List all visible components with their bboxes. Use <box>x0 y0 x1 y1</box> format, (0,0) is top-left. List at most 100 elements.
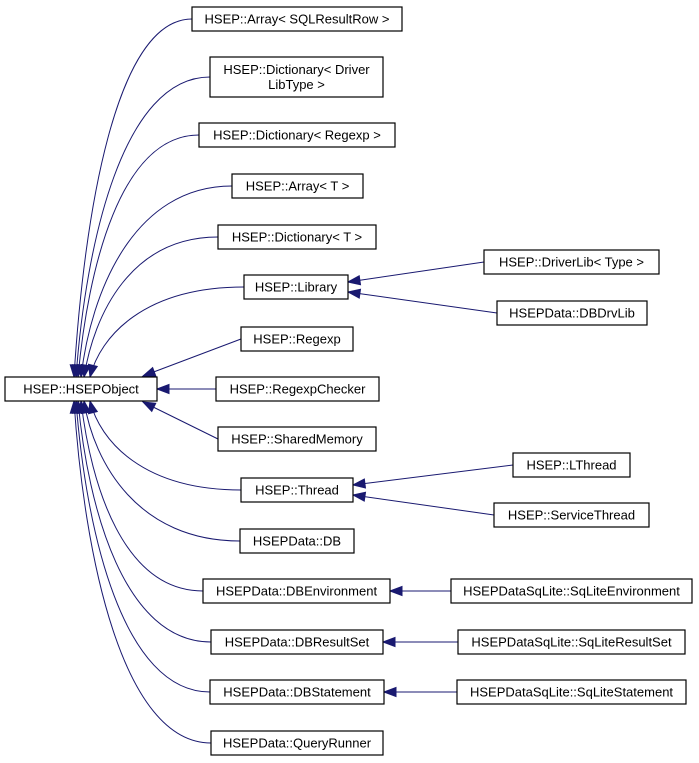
edge-queryrunner-to-hsepobject-line <box>73 400 212 744</box>
edge-library-to-hsepobject-arrowhead <box>87 363 99 379</box>
class-node-box <box>243 274 349 300</box>
class-node-box <box>493 502 650 528</box>
class-node-sqlitestatement[interactable]: HSEPDataSqLite::SqLiteStatement <box>456 679 687 705</box>
edge-queryrunner-to-hsepobject <box>69 399 212 744</box>
class-node-label: HSEPDataSqLite::SqLiteStatement <box>470 685 673 700</box>
edge-lthread-to-thread-line <box>352 464 514 486</box>
class-node-label: HSEP::SharedMemory <box>231 432 363 447</box>
edge-dictionary_t-to-hsepobject-line <box>83 236 219 378</box>
class-node-box <box>456 679 687 705</box>
edge-db-to-hsepobject-line <box>83 400 241 542</box>
class-node-box <box>4 376 158 402</box>
class-node-box <box>202 578 391 604</box>
class-node-label: HSEP::Library <box>255 280 338 295</box>
class-node-box <box>217 426 377 452</box>
class-node-label: HSEPData::QueryRunner <box>223 736 372 751</box>
edge-sqliteresultset-to-dbresultset-arrowhead <box>381 636 396 648</box>
class-node-label: HSEP::Dictionary< Regexp > <box>213 128 381 143</box>
class-node-label: HSEPData::DBResultSet <box>225 635 370 650</box>
edge-lthread-to-thread <box>351 464 514 489</box>
edge-dbresultset-to-hsepobject <box>73 399 212 643</box>
class-node-label: HSEP::Array< SQLResultRow > <box>205 12 390 27</box>
class-node-dictionary-regexp[interactable]: HSEP::Dictionary< Regexp > <box>198 122 396 148</box>
edges-layer <box>69 18 514 744</box>
class-node-lthread[interactable]: HSEP::LThread <box>512 452 631 478</box>
edge-driverlib_type-to-library-line <box>347 261 485 283</box>
class-node-dbdrvlib[interactable]: HSEPData::DBDrvLib <box>496 300 648 326</box>
class-node-regexpchecker[interactable]: HSEP::RegexpChecker <box>215 376 380 402</box>
edge-dictionary_t-to-hsepobject-arrowhead <box>80 363 92 379</box>
edge-dbdrvlib-to-library <box>346 288 498 314</box>
edge-regexp-to-hsepobject-arrowhead <box>141 366 157 377</box>
class-node-box <box>239 528 355 554</box>
class-node-label: LibType > <box>268 77 325 92</box>
class-node-label: HSEPData::DBEnvironment <box>216 584 378 599</box>
class-node-regexp[interactable]: HSEP::Regexp <box>240 326 354 352</box>
edge-dbstatement-to-hsepobject <box>71 399 211 693</box>
edge-dictionary_regexp-to-hsepobject <box>73 134 200 379</box>
class-node-label: HSEPDataSqLite::SqLiteEnvironment <box>463 584 680 599</box>
edge-library-to-hsepobject <box>87 286 245 379</box>
edge-array_t-to-hsepobject <box>77 185 233 379</box>
class-node-box <box>191 6 403 32</box>
class-node-db[interactable]: HSEPData::DB <box>239 528 355 554</box>
edge-dbdrvlib-to-library-line <box>347 291 498 314</box>
edge-dbresultset-to-hsepobject-line <box>77 400 212 643</box>
class-node-label: HSEP::Dictionary< T > <box>232 230 362 245</box>
edge-driverlib_type-to-library-arrowhead <box>346 275 362 286</box>
edge-dictionary_regexp-to-hsepobject-line <box>77 134 200 378</box>
edge-sqliteenvironment-to-dbenvironment-arrowhead <box>388 585 403 597</box>
class-node-hsepobject[interactable]: HSEP::HSEPObject <box>4 376 158 402</box>
class-node-box <box>217 224 377 250</box>
edge-queryrunner-to-hsepobject-arrowhead <box>69 399 81 414</box>
edge-sqliteenvironment-to-dbenvironment <box>388 585 451 597</box>
class-node-box <box>240 326 354 352</box>
edge-sharedmemory-to-hsepobject-arrowhead <box>141 401 157 413</box>
class-node-box <box>450 578 693 604</box>
edge-regexp-to-hsepobject-line <box>142 338 242 377</box>
class-node-dictionary-t[interactable]: HSEP::Dictionary< T > <box>217 224 377 250</box>
edge-dbenvironment-to-hsepobject <box>77 399 204 592</box>
class-node-box <box>483 249 660 275</box>
edge-sqlitestatement-to-dbstatement-arrowhead <box>382 686 397 698</box>
class-node-dbenvironment[interactable]: HSEPData::DBEnvironment <box>202 578 391 604</box>
edge-servicethread-to-thread <box>351 491 495 516</box>
class-node-label: HSEPData::DB <box>253 534 341 549</box>
class-node-dbstatement[interactable]: HSEPData::DBStatement <box>209 679 385 705</box>
class-node-servicethread[interactable]: HSEP::ServiceThread <box>493 502 650 528</box>
class-node-label: HSEP::Thread <box>255 483 339 498</box>
class-node-label: HSEP::RegexpChecker <box>230 382 367 397</box>
class-node-box <box>496 300 648 326</box>
class-node-label: HSEP::DriverLib< Type > <box>499 255 644 270</box>
class-node-queryrunner[interactable]: HSEPData::QueryRunner <box>210 730 384 756</box>
class-node-sqliteenvironment[interactable]: HSEPDataSqLite::SqLiteEnvironment <box>450 578 693 604</box>
class-node-box <box>209 679 385 705</box>
edge-sqliteresultset-to-dbresultset <box>381 636 458 648</box>
class-node-dbresultset[interactable]: HSEPData::DBResultSet <box>210 629 384 655</box>
class-node-box <box>240 477 354 503</box>
class-node-sqliteresultset[interactable]: HSEPDataSqLite::SqLiteResultSet <box>457 629 686 655</box>
class-node-label: HSEP::LThread <box>526 458 616 473</box>
class-node-array-t[interactable]: HSEP::Array< T > <box>231 173 364 199</box>
class-node-thread[interactable]: HSEP::Thread <box>240 477 354 503</box>
edge-db-to-hsepobject <box>80 399 241 542</box>
edge-array_sqlresultrow-to-hsepobject <box>69 18 193 379</box>
edge-library-to-hsepobject-line <box>89 286 245 378</box>
class-node-label: HSEPData::DBStatement <box>223 685 371 700</box>
class-node-box <box>210 730 384 756</box>
class-node-label: HSEPData::DBDrvLib <box>509 306 635 321</box>
class-node-label: HSEP::ServiceThread <box>508 508 635 523</box>
edge-dbstatement-to-hsepobject-line <box>75 400 211 693</box>
edge-sqlitestatement-to-dbstatement <box>382 686 457 698</box>
class-node-sharedmemory[interactable]: HSEP::SharedMemory <box>217 426 377 452</box>
class-node-array-sqlresultrow[interactable]: HSEP::Array< SQLResultRow > <box>191 6 403 32</box>
nodes-layer: HSEP::HSEPObject HSEP::Array< SQLResultRo… <box>4 6 693 756</box>
edge-lthread-to-thread-arrowhead <box>351 478 367 489</box>
class-node-driverlib-type[interactable]: HSEP::DriverLib< Type > <box>483 249 660 275</box>
class-node-box <box>198 122 396 148</box>
class-node-library[interactable]: HSEP::Library <box>243 274 349 300</box>
edge-dictionary_t-to-hsepobject <box>80 236 219 379</box>
class-node-label: HSEP::Array< T > <box>246 179 350 194</box>
